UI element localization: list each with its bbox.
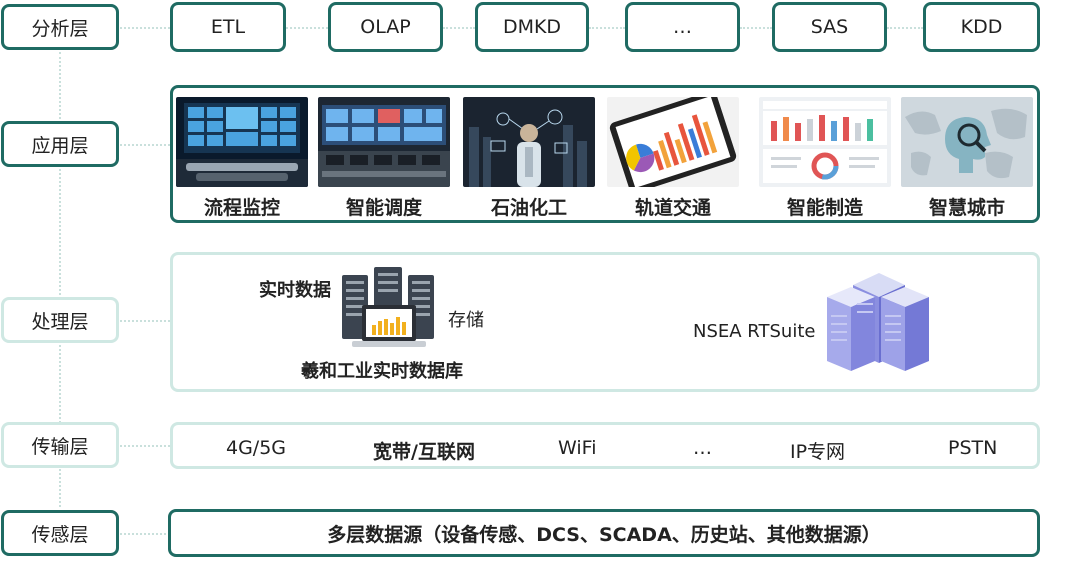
- app-label: 智能制造: [786, 197, 863, 219]
- transmission-item-pstn: PSTN: [948, 437, 998, 459]
- connector: [887, 27, 923, 29]
- refinery-tech-image: [463, 97, 595, 187]
- connector: [120, 27, 170, 29]
- sensing-panel: 多层数据源（设备传感、DCS、SCADA、历史站、其他数据源）: [168, 509, 1040, 557]
- analysis-item-sas: SAS: [772, 2, 887, 52]
- transmission-item-wifi: WiFi: [558, 437, 597, 459]
- layer-label-sensing: 传感层: [1, 510, 119, 556]
- dispatch-center-image: [318, 97, 450, 187]
- layer-label-processing: 处理层: [1, 297, 119, 343]
- transmission-item-more: …: [693, 437, 712, 459]
- connector: [740, 27, 772, 29]
- layer-label-analysis: 分析层: [1, 4, 119, 50]
- realtime-data-label: 实时数据: [259, 280, 331, 301]
- analysis-item-etl: ETL: [170, 2, 286, 52]
- dashboard-image: [759, 97, 891, 187]
- tablet-charts-image: [607, 97, 739, 187]
- connector: [443, 27, 475, 29]
- app-label: 智能调度: [345, 197, 422, 219]
- layer-label-application: 应用层: [1, 121, 119, 167]
- connector: [120, 320, 170, 322]
- app-label: 流程监控: [203, 197, 280, 219]
- processing-panel: 实时数据 存储 羲和工业实时数据库 NSEA RTSuite: [170, 252, 1040, 392]
- connector: [120, 533, 170, 535]
- analysis-item-more: …: [625, 2, 740, 52]
- transmission-item-4g5g: 4G/5G: [226, 437, 287, 459]
- transmission-panel: 4G/5G 宽带/互联网 WiFi … IP专网 PSTN: [170, 422, 1040, 469]
- app-label: 智慧城市: [928, 197, 1005, 219]
- app-tile-petrochemical: 石油化工: [463, 97, 595, 219]
- connector: [120, 445, 170, 447]
- transmission-item-broadband: 宽带/互联网: [373, 441, 475, 463]
- sensing-sources-text: 多层数据源（设备传感、DCS、SCADA、历史站、其他数据源）: [327, 523, 881, 546]
- analysis-item-dmkd: DMKD: [475, 2, 589, 52]
- layer-connector-spine: [59, 52, 61, 507]
- connector: [589, 27, 625, 29]
- app-tile-rail-transit: 轨道交通: [607, 97, 739, 219]
- application-panel: 流程监控 智能调度: [170, 85, 1040, 223]
- transmission-item-ip-private: IP专网: [790, 441, 846, 463]
- layer-label-transmission: 传输层: [1, 422, 119, 468]
- analysis-item-olap: OLAP: [328, 2, 443, 52]
- connector: [286, 27, 328, 29]
- database-name-label: 羲和工业实时数据库: [301, 361, 463, 382]
- ai-head-map-image: [901, 97, 1033, 187]
- suite-label: NSEA RTSuite: [693, 321, 816, 342]
- analysis-item-kdd: KDD: [923, 2, 1040, 52]
- app-label: 石油化工: [490, 197, 567, 219]
- server-cluster-icon: [827, 273, 929, 371]
- app-tile-smart-dispatch: 智能调度: [318, 97, 450, 219]
- app-tile-process-monitoring: 流程监控: [176, 97, 308, 219]
- storage-label: 存储: [448, 310, 484, 331]
- control-room-image: [176, 97, 308, 187]
- app-tile-smart-manufacturing: 智能制造: [759, 97, 891, 219]
- app-tile-smart-city: 智慧城市: [901, 97, 1033, 219]
- app-label: 轨道交通: [634, 197, 711, 219]
- database-servers-icon: [342, 267, 434, 347]
- connector: [120, 144, 170, 146]
